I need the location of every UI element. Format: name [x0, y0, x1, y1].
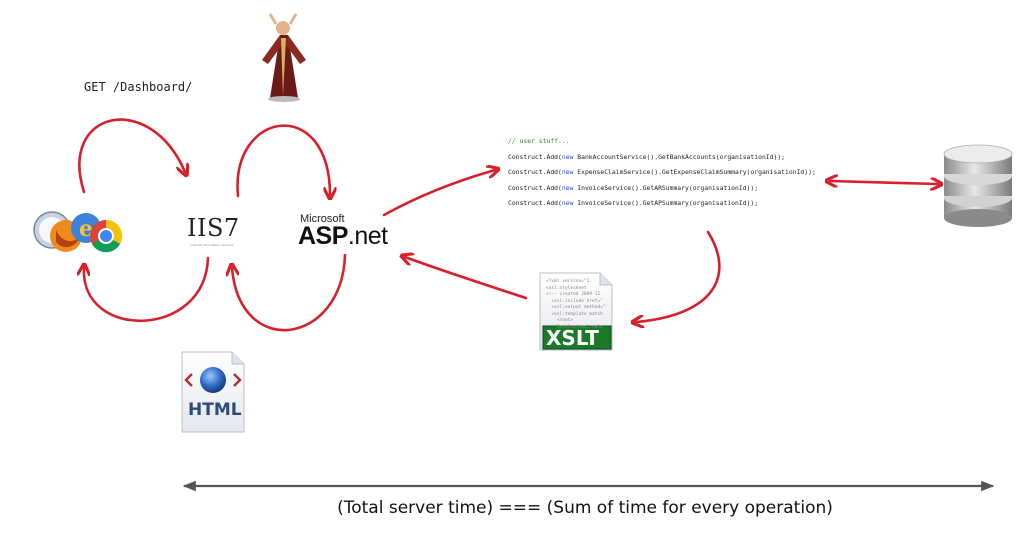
svg-text:e: e: [79, 216, 93, 242]
database-icon: [943, 144, 1013, 227]
xslt-doc-label: XSLT: [546, 326, 599, 350]
code-line: Construct.Add(new InvoiceService().GetAP…: [508, 199, 759, 207]
iis-logo-text: IIS7: [187, 214, 240, 242]
aspnet-vendor-text: Microsoft: [300, 213, 345, 225]
arrow-code-to-xslt: [636, 230, 721, 322]
iis-logo-subtext: internet information services: [190, 243, 234, 247]
wizard-icon: [262, 13, 306, 102]
code-line: Construct.Add(new InvoiceService().GetAR…: [508, 183, 759, 192]
aspnet-logo: ASP.net: [298, 222, 388, 251]
arrow-browser-to-iis: [78, 118, 185, 194]
arrow-aspnet-to-code: [382, 170, 495, 217]
code-snippet: // user stuff... Construct.Add(new BankAc…: [508, 134, 816, 212]
arrow-iis-to-aspnet: [236, 124, 330, 196]
html-doc-label: HTML: [188, 400, 242, 420]
aspnet-main-text: ASP: [298, 222, 348, 250]
code-line: Construct.Add(new BankAccountService().G…: [508, 152, 786, 161]
arrow-xslt-to-aspnet: [405, 257, 528, 300]
browser-icons: e: [33, 211, 123, 253]
arrow-iis-to-browser: [84, 256, 210, 323]
xslt-document-icon: [539, 272, 613, 351]
xslt-preview: <?xml version="1.<xsl:stylesheet<!-- cre…: [546, 279, 606, 330]
footer-caption: (Total server time) === (Sum of time for…: [337, 498, 833, 518]
html-document-icon: [181, 351, 245, 433]
code-line: Construct.Add(new ExpenseClaimService().…: [508, 168, 816, 176]
code-comment: // user stuff...: [508, 137, 570, 145]
aspnet-suffix-text: .net: [347, 222, 388, 250]
request-label: GET /Dashboard/: [84, 80, 193, 94]
arrow-code-database: [830, 181, 938, 184]
arrow-aspnet-to-iis: [232, 253, 347, 332]
